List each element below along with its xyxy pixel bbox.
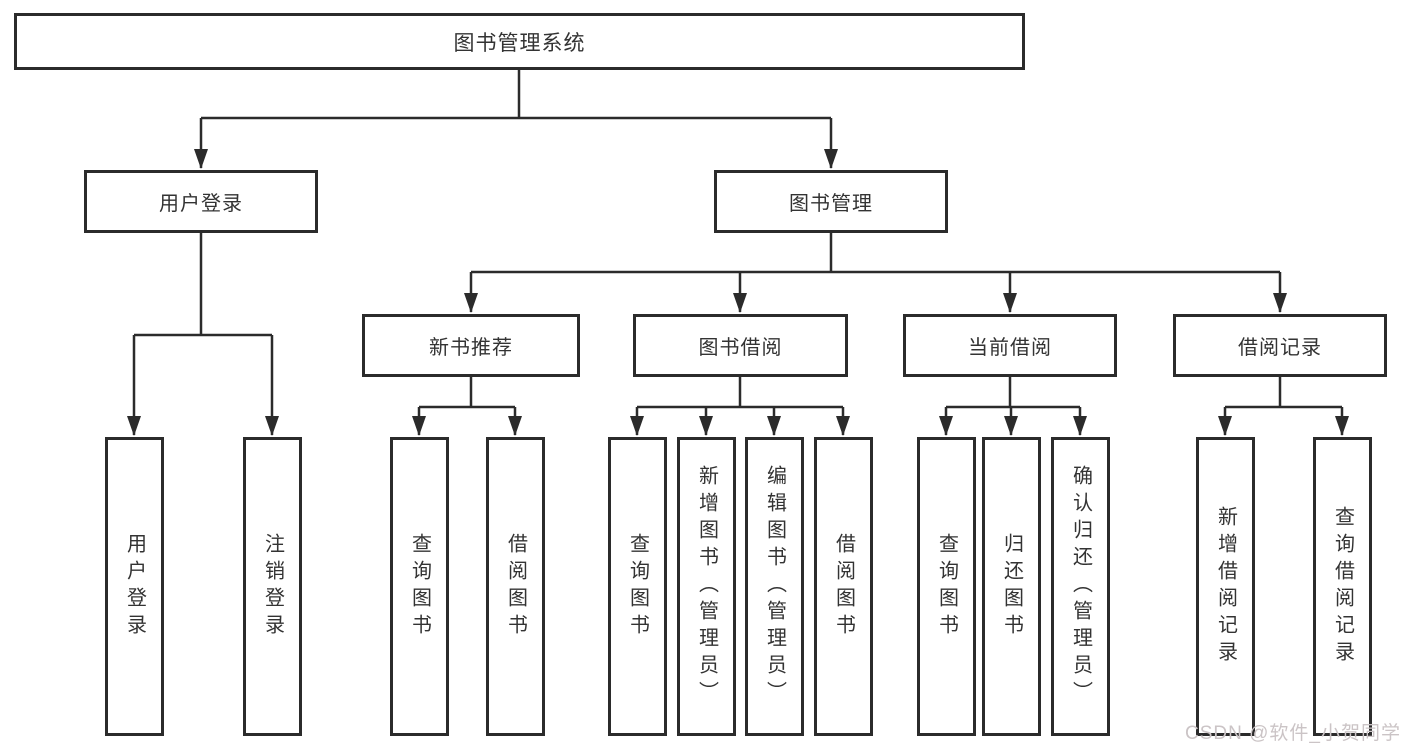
leaf-confirm-return-admin: 确认归还（管理员） (1051, 437, 1110, 736)
leaf-label: 借阅图书 (504, 532, 527, 641)
leaf-query-books-current: 查询图书 (917, 437, 976, 736)
leaf-label: 归还图书 (1000, 532, 1023, 641)
leaf-label: 查询借阅记录 (1331, 505, 1354, 668)
leaf-label: 新增图书（管理员） (695, 465, 718, 708)
node-new-book-recommend: 新书推荐 (362, 314, 580, 377)
leaf-label: 编辑图书（管理员） (763, 465, 786, 708)
node-label: 图书管理 (789, 193, 873, 215)
leaf-label: 查询图书 (626, 532, 649, 641)
node-label: 用户登录 (159, 193, 243, 215)
leaf-label: 新增借阅记录 (1214, 505, 1237, 668)
leaf-logout: 注销登录 (243, 437, 302, 736)
node-user-login: 用户登录 (84, 170, 318, 233)
leaf-label: 注销登录 (261, 532, 284, 641)
leaf-label: 查询图书 (935, 532, 958, 641)
node-borrowing-records: 借阅记录 (1173, 314, 1387, 377)
leaf-label: 借阅图书 (832, 532, 855, 641)
node-label: 借阅记录 (1238, 337, 1322, 359)
leaf-label: 确认归还（管理员） (1069, 465, 1092, 708)
leaf-return-books: 归还图书 (982, 437, 1041, 736)
leaf-borrow-books-recommend: 借阅图书 (486, 437, 545, 736)
node-book-management: 图书管理 (714, 170, 948, 233)
node-book-borrowing: 图书借阅 (633, 314, 848, 377)
node-current-borrowing: 当前借阅 (903, 314, 1117, 377)
leaf-label: 查询图书 (408, 532, 431, 641)
node-label: 图书借阅 (698, 337, 783, 359)
node-label: 当前借阅 (968, 337, 1052, 359)
csdn-watermark: CSDN @软件_小贺同学 (1185, 723, 1401, 744)
leaf-edit-books-admin: 编辑图书（管理员） (745, 437, 804, 736)
leaf-label: 用户登录 (123, 532, 146, 641)
leaf-query-books-borrow: 查询图书 (608, 437, 667, 736)
leaf-query-borrow-record: 查询借阅记录 (1313, 437, 1372, 736)
leaf-add-books-admin: 新增图书（管理员） (677, 437, 736, 736)
node-label: 图书管理系统 (453, 31, 586, 55)
leaf-user-login: 用户登录 (105, 437, 164, 736)
leaf-add-borrow-record: 新增借阅记录 (1196, 437, 1255, 736)
node-system-root: 图书管理系统 (14, 13, 1025, 70)
leaf-borrow-books: 借阅图书 (814, 437, 873, 736)
node-label: 新书推荐 (429, 337, 513, 359)
leaf-query-books-recommend: 查询图书 (390, 437, 449, 736)
